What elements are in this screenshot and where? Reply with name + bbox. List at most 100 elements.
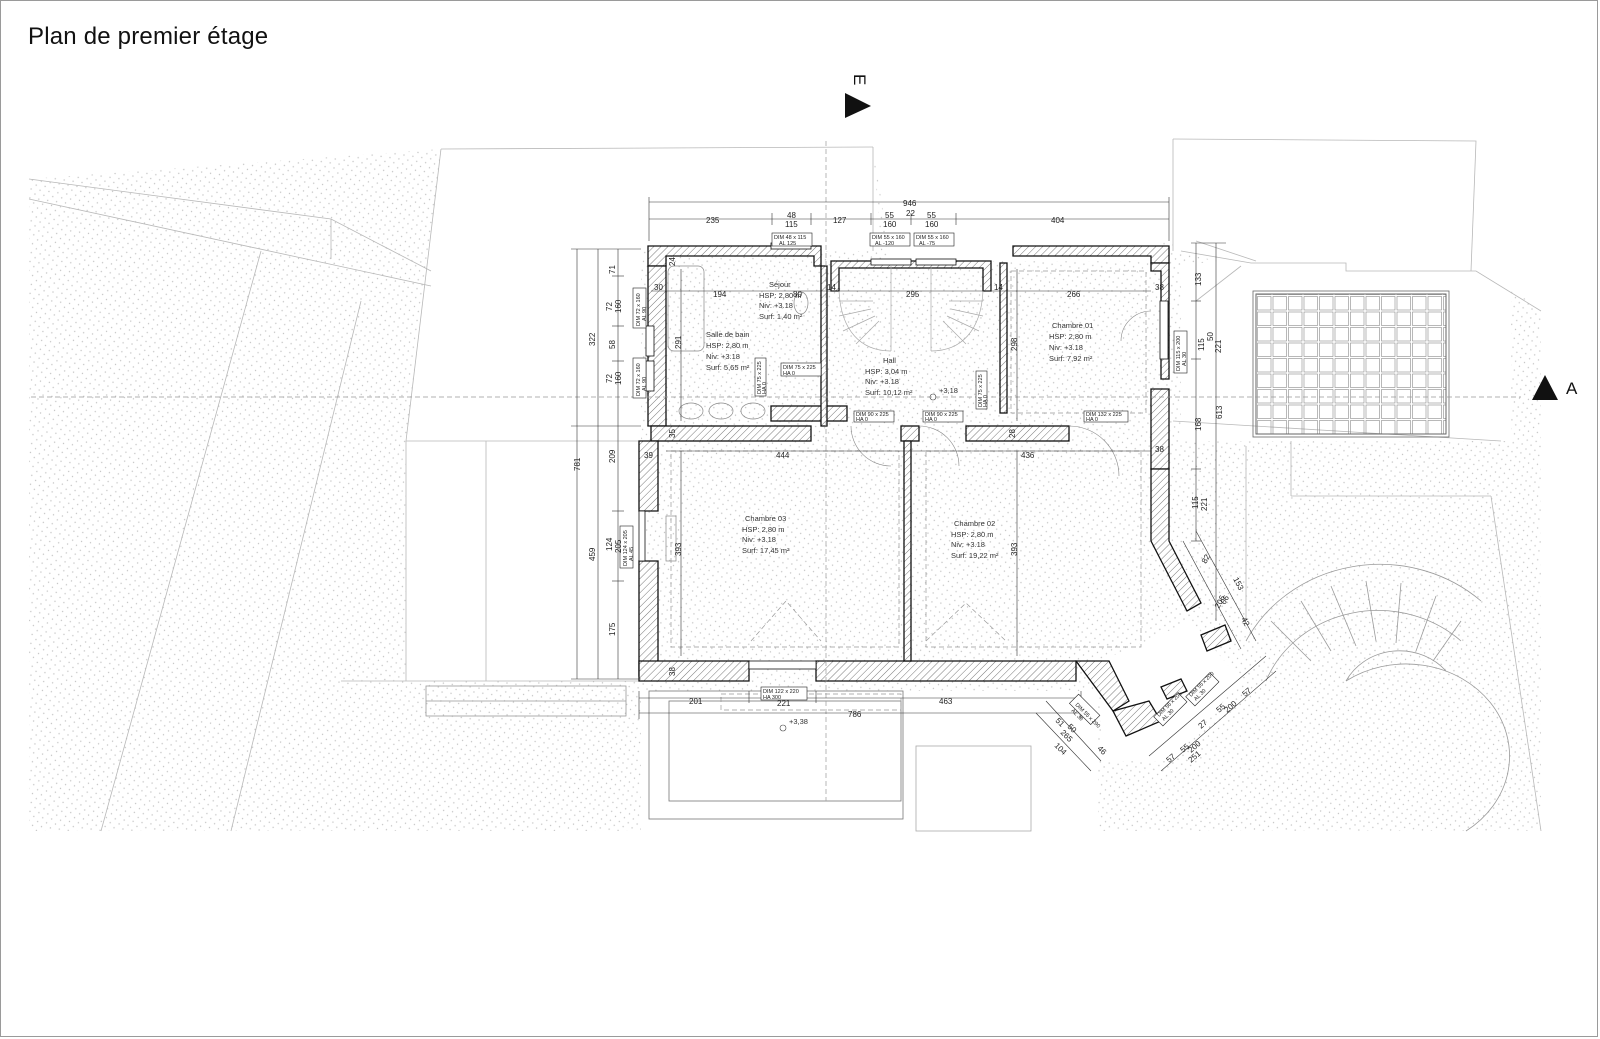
room-sdb: Salle de bain HSP: 2,80 m Niv: +3.18 Sur… [706, 330, 750, 372]
dim-text: 786 [848, 710, 862, 719]
dim-text: 55 [927, 211, 936, 220]
spiral-stair [1245, 563, 1510, 832]
opening-dim: DIM 48 x 115 [774, 235, 806, 241]
room-surf: Surf: 10,12 m² [865, 388, 913, 397]
dims-left: 322 781 459 71 72 160 58 72 160 209 124 … [573, 265, 623, 636]
hall-stair [838, 266, 984, 352]
dim-text: 35 [668, 429, 677, 438]
dim-text: 613 [1215, 405, 1224, 419]
dim-text: 298 [1010, 337, 1019, 351]
room-hsp: HSP: 2,80 m [742, 525, 785, 534]
room-hsp: HSP: 2,80 m [759, 291, 802, 300]
dim-text: 291 [674, 335, 683, 349]
room-name: Salle de bain [706, 330, 749, 339]
dim-text: 201 [689, 697, 703, 706]
room-niv: Niv: +3.18 [1049, 343, 1083, 352]
dim-text: 38 [1155, 283, 1164, 292]
dims-bottom: 201 221 463 786 [689, 697, 953, 719]
room-surf: Surf: 19,22 m² [951, 551, 999, 560]
opening-dim: DIM 55 x 160 [916, 235, 949, 241]
dim-text: 30 [654, 283, 663, 292]
dim-text: 39 [644, 451, 653, 460]
dim-text: 209 [608, 449, 617, 463]
dim-text: 14 [994, 283, 1003, 292]
dim-text: 22 [906, 209, 915, 218]
opening-dim: DIM 75 x 225 [783, 365, 816, 371]
dim-text: 393 [1010, 542, 1019, 556]
opening-al: HA 300 [763, 695, 781, 701]
dim-text: 221 [1200, 497, 1209, 511]
dim-text: 38 [1155, 445, 1164, 454]
terrace-paving [1252, 290, 1450, 438]
opening-al: AL -120 [875, 241, 894, 247]
opening-al: HA 0 [983, 395, 989, 407]
walls [638, 245, 1232, 737]
opening-dim: DIM 90 x 225 [925, 412, 958, 418]
room-name: Chambre 02 [954, 519, 995, 528]
opening-dim: DIM 55 x 160 [872, 235, 905, 241]
plan-title: Plan de premier étage [28, 23, 269, 50]
opening-dim: DIM 115 x 200 [1176, 336, 1182, 371]
opening-tag-frames [619, 232, 1220, 727]
door-swings [850, 310, 1152, 477]
opening-al: HA 0 [1086, 417, 1098, 423]
dim-text: 175 [608, 622, 617, 636]
section-marker-a: A [1532, 375, 1578, 400]
dim-text: 115 [1191, 496, 1200, 509]
opening-dim: DIM 75 x 225 [978, 374, 984, 407]
room-surf: Surf: 7,92 m² [1049, 354, 1093, 363]
dims-inner: 194 295 266 444 436 30 39 38 38 14 14 80 [644, 283, 1164, 460]
room-niv: Niv: +3.18 [759, 301, 793, 310]
dim-text: 28 [1008, 429, 1017, 438]
opening-dim: DIM 72 x 160 [636, 293, 642, 326]
opening-al: HA 0 [856, 417, 868, 423]
room-hsp: HSP: 2,80 m [951, 530, 994, 539]
dim-text: 266 [1067, 290, 1081, 299]
opening-al: HA 0 [783, 371, 795, 377]
room-surf: Surf: 17,45 m² [742, 546, 790, 555]
dim-text: 221 [1214, 339, 1223, 353]
room-ch02: Chambre 02 HSP: 2,80 m Niv: +3.18 Surf: … [951, 519, 999, 560]
dim-text: 50 [1206, 332, 1215, 341]
dim-text: 124 [605, 537, 614, 551]
dim-text: 463 [939, 697, 953, 706]
opening-dim: DIM 90 x 225 [856, 412, 889, 418]
room-name: Séjour [769, 280, 791, 289]
opening-al: AL -75 [919, 241, 935, 247]
dim-text: 80 [793, 290, 802, 299]
section-label-top: E [850, 74, 869, 85]
bathroom-fixtures [665, 265, 809, 562]
room-name: Hall [883, 356, 896, 365]
opening-al: AL 125 [779, 241, 796, 247]
dim-text: 58 [608, 340, 617, 349]
dim-text: 71 [608, 265, 617, 274]
opening-al: AL 30 [1182, 352, 1188, 366]
room-niv: Niv: +3.18 [951, 540, 985, 549]
room-ch01: Chambre 01 HSP: 2,80 m Niv: +3.18 Surf: … [1049, 321, 1093, 363]
dims-right: 133 221 613 168 115 221 50 115 [1191, 272, 1224, 511]
dim-text: 946 [903, 199, 917, 208]
dim-text: 38 [668, 667, 677, 676]
room-hsp: HSP: 2,80 m [1049, 332, 1092, 341]
room-surf: Surf: 1,40 m² [759, 312, 803, 321]
dim-text: 127 [833, 216, 847, 225]
room-sejour: Séjour HSP: 2,80 m Niv: +3.18 Surf: 1,40… [759, 280, 803, 321]
room-hsp: HSP: 3,04 m [865, 367, 908, 376]
opening-dim: DIM 122 x 220 [763, 689, 799, 695]
dim-text: 115 [1197, 338, 1206, 351]
dim-text: 459 [588, 547, 597, 561]
opening-dim: DIM 75 x 225 [757, 361, 763, 394]
dim-text: 295 [906, 290, 920, 299]
room-niv: Niv: +3.18 [742, 535, 776, 544]
dim-text: 194 [713, 290, 727, 299]
room-name: Chambre 03 [745, 514, 786, 523]
section-marker-top: E [845, 74, 871, 118]
dim-text: 160 [883, 220, 897, 229]
dim-text: 404 [1051, 216, 1065, 225]
opening-al: AL 90 [642, 377, 648, 391]
dim-text: 14 [827, 283, 836, 292]
section-label-a: A [1566, 379, 1578, 398]
room-hall: Hall HSP: 3,04 m Niv: +3.18 Surf: 10,12 … [865, 356, 913, 397]
